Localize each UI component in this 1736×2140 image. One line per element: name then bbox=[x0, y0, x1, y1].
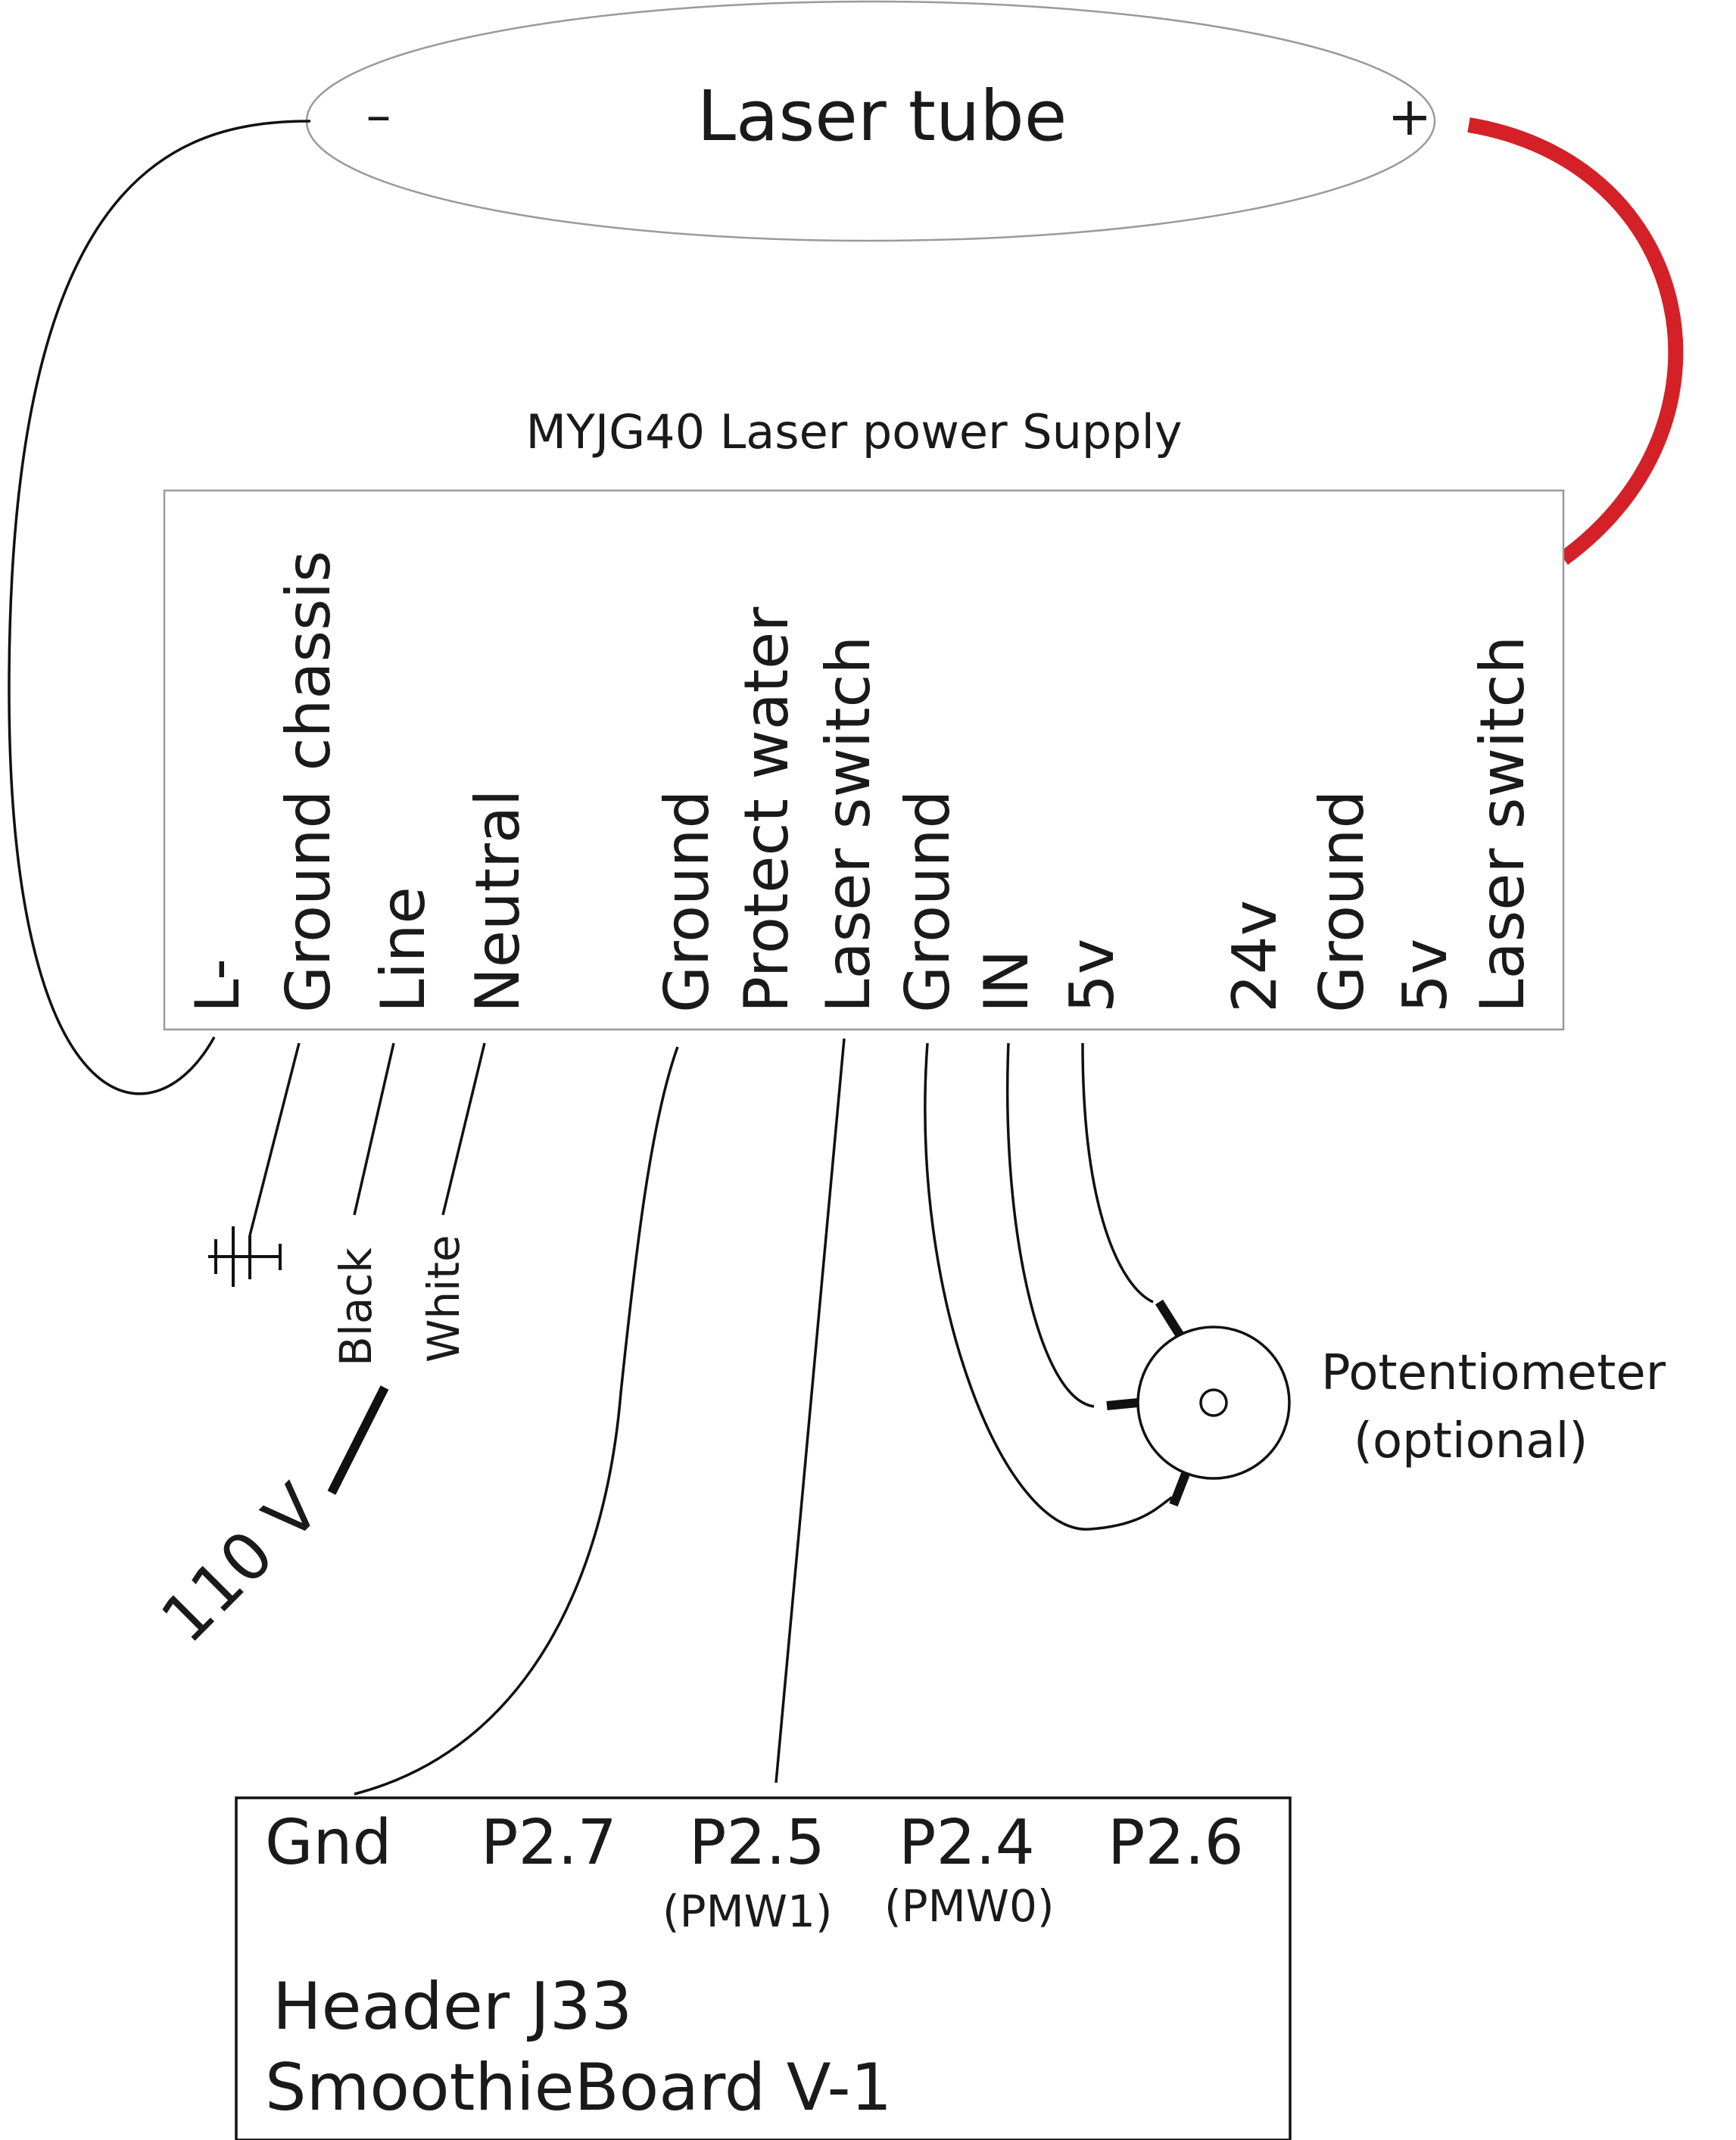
ground-to-gnd-wire bbox=[354, 1046, 679, 1796]
potentiometer: Potentiometer (optional) bbox=[1106, 1299, 1666, 1507]
laser-tube-minus-terminal: – bbox=[366, 86, 391, 145]
header-name: Header J33 bbox=[273, 1969, 632, 2045]
ground-symbol bbox=[208, 1226, 282, 1287]
pot-in-wire bbox=[1005, 1042, 1095, 1408]
pot-ground-wire bbox=[924, 1042, 1173, 1531]
power-supply-terminal-labels: L- Ground chassis Line Neutral Ground Pr… bbox=[182, 550, 1538, 1013]
l-minus-wire bbox=[8, 120, 311, 1095]
terminal-l-minus: L- bbox=[182, 958, 253, 1013]
power-supply: MYJG40 Laser power Supply L- Ground chas… bbox=[163, 404, 1565, 1031]
terminal-ground-2: Ground bbox=[893, 790, 963, 1013]
laser-switch-to-p25-wire bbox=[774, 1038, 846, 1783]
smoothieboard-header: Gnd P2.7 P2.5 P2.4 P2.6 (PMW1) (PMW0) He… bbox=[235, 1796, 1292, 2140]
board-name: SmoothieBoard V-1 bbox=[265, 2050, 892, 2126]
terminal-laser-switch-1: Laser switch bbox=[813, 636, 884, 1013]
terminal-5v-2: 5v bbox=[1390, 939, 1460, 1013]
power-supply-box bbox=[163, 489, 1565, 1031]
potentiometer-label: Potentiometer bbox=[1321, 1345, 1666, 1401]
header-pin-p25: P2.5 bbox=[689, 1807, 825, 1879]
terminal-in: IN bbox=[971, 950, 1042, 1013]
black-wire-label: Black bbox=[330, 1248, 382, 1366]
mains-voltage-label: 110 V bbox=[147, 1470, 335, 1658]
line-wire bbox=[353, 1042, 395, 1216]
pot-pin-left bbox=[1106, 1398, 1139, 1410]
terminal-line: Line bbox=[368, 886, 438, 1013]
header-pin-p24: P2.4 bbox=[899, 1807, 1035, 1879]
pot-pin-top bbox=[1155, 1299, 1184, 1338]
mains-cable bbox=[327, 1385, 389, 1495]
header-pin-p27: P2.7 bbox=[481, 1807, 617, 1879]
terminal-ground-3: Ground bbox=[1307, 790, 1377, 1013]
header-box bbox=[235, 1796, 1292, 2140]
pot-pin-bottom bbox=[1169, 1472, 1190, 1507]
power-supply-title: MYJG40 Laser power Supply bbox=[525, 404, 1182, 459]
terminal-ground-chassis: Ground chassis bbox=[273, 550, 344, 1013]
terminal-ground-1: Ground bbox=[652, 790, 722, 1013]
pot-5v-wire bbox=[1081, 1042, 1154, 1304]
potentiometer-wiper bbox=[1199, 1388, 1228, 1417]
potentiometer-note: (optional) bbox=[1354, 1413, 1588, 1469]
laser-tube-plus-terminal: + bbox=[1388, 86, 1432, 148]
laser-tube: Laser tube – + bbox=[305, 0, 1436, 242]
terminal-24v: 24v bbox=[1220, 900, 1290, 1013]
potentiometer-body bbox=[1136, 1325, 1291, 1480]
terminal-5v-1: 5v bbox=[1057, 939, 1127, 1013]
terminal-protect-water: Protect water bbox=[731, 607, 802, 1013]
terminal-neutral: Neutral bbox=[463, 790, 533, 1013]
terminal-laser-switch-2: Laser switch bbox=[1467, 636, 1538, 1013]
hv-positive-wire bbox=[1467, 117, 1684, 565]
header-p24-note: (PMW0) bbox=[884, 1880, 1055, 1932]
laser-tube-label: Laser tube bbox=[697, 76, 1067, 157]
neutral-wire bbox=[441, 1042, 486, 1216]
header-p25-note: (PMW1) bbox=[662, 1886, 833, 1937]
ground-chassis-wire bbox=[248, 1042, 301, 1236]
white-wire-label: White bbox=[418, 1235, 469, 1363]
header-pin-p26: P2.6 bbox=[1108, 1807, 1244, 1879]
header-pin-gnd: Gnd bbox=[265, 1807, 392, 1879]
